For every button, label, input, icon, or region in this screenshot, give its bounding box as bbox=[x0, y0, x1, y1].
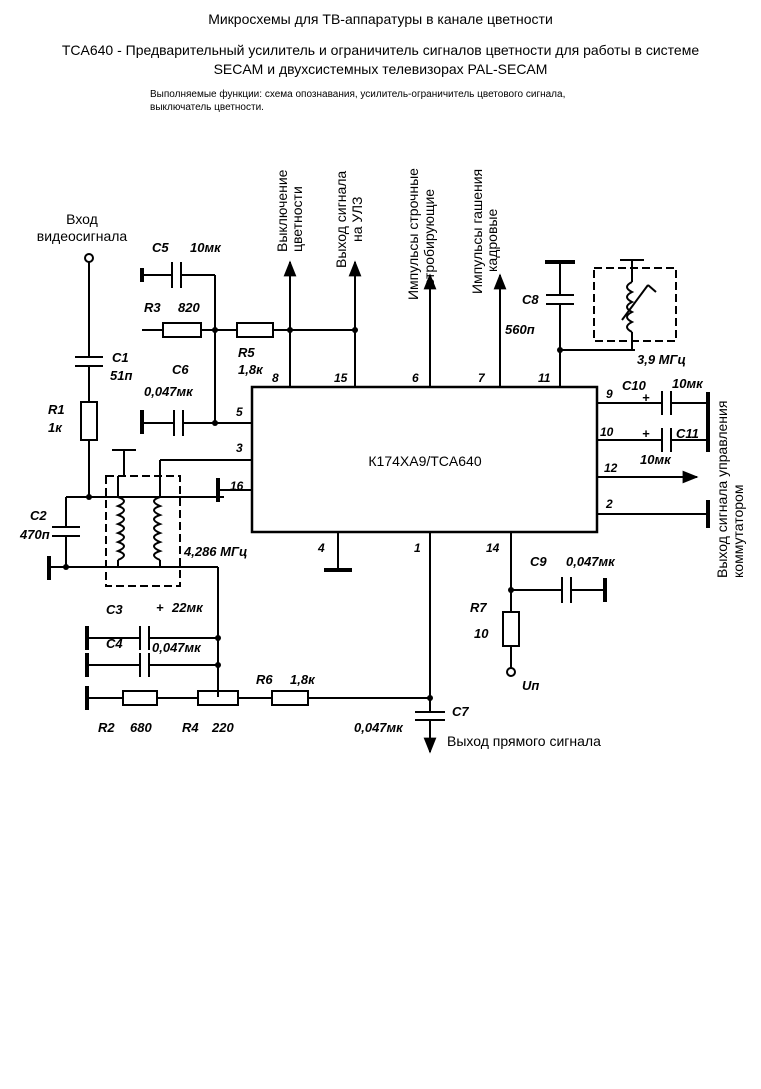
pin-2: 2 bbox=[605, 497, 613, 511]
r4-label: R4 bbox=[182, 720, 199, 735]
page-title: Микросхемы для ТВ-аппаратуры в канале цв… bbox=[208, 11, 553, 27]
c8-label: C8 bbox=[522, 292, 539, 307]
line-strobe-label-line2: стробирующие bbox=[421, 189, 437, 286]
switch-ctrl-label-line2: коммутатором bbox=[730, 485, 746, 578]
frame-blank-label-line1: Импульсы гашения bbox=[469, 169, 485, 294]
page-subtitle-line1: TCA640 - Предварительный усилитель и огр… bbox=[61, 42, 700, 58]
pin-15: 15 bbox=[334, 371, 348, 385]
pin-11: 11 bbox=[538, 371, 551, 385]
pin-14: 14 bbox=[486, 541, 500, 555]
c10-label: C10 bbox=[622, 378, 647, 393]
c5-label: C5 bbox=[152, 240, 169, 255]
pin-10: 10 bbox=[600, 425, 614, 439]
r1-value: 1к bbox=[48, 420, 63, 435]
r7-value: 10 bbox=[474, 626, 489, 641]
c5-value: 10мк bbox=[190, 240, 222, 255]
c7-value: 0,047мк bbox=[354, 720, 404, 735]
c3-value: 22мк bbox=[171, 600, 204, 615]
r1-label: R1 bbox=[48, 402, 65, 417]
uld-out-label-line1: Выход сигнала bbox=[333, 171, 349, 268]
xtal-box bbox=[593, 267, 677, 342]
c4-value: 0,047мк bbox=[152, 640, 202, 655]
c10-value: 10мк bbox=[672, 376, 704, 391]
c8-value: 560п bbox=[505, 322, 535, 337]
r6-body bbox=[271, 690, 309, 706]
r4-value: 220 bbox=[211, 720, 234, 735]
c1-label: C1 bbox=[112, 350, 129, 365]
switch-ctrl-label-line1: Выход сигнала управления bbox=[714, 401, 730, 578]
pin-6: 6 bbox=[412, 371, 419, 385]
input-terminal bbox=[84, 253, 94, 263]
c11-value: 10мк bbox=[640, 452, 672, 467]
pin-3: 3 bbox=[236, 441, 243, 455]
r7-label: R7 bbox=[470, 600, 487, 615]
direct-out-label: Выход прямого сигнала bbox=[447, 733, 601, 749]
pin-1: 1 bbox=[414, 541, 421, 555]
r5-label: R5 bbox=[238, 345, 255, 360]
pin-8: 8 bbox=[272, 371, 279, 385]
r3-value: 820 bbox=[178, 300, 200, 315]
supply-label: Uп bbox=[522, 678, 539, 693]
xtal-frequency: 3,9 МГц bbox=[637, 352, 686, 367]
pin-9: 9 bbox=[606, 387, 613, 401]
coil-frequency: 4,286 МГц bbox=[183, 544, 247, 559]
c2-label: C2 bbox=[30, 508, 47, 523]
c11-label: C11 bbox=[676, 426, 699, 441]
functions-description: Выполняемые функции: схема опознавания, … bbox=[150, 88, 670, 114]
coil-box bbox=[105, 475, 181, 587]
page-subtitle-line2: SECAM и двухсистемных телевизорах PAL-SE… bbox=[213, 61, 548, 77]
input-label-line2: видеосигнала bbox=[37, 228, 128, 244]
r5-value: 1,8к bbox=[238, 362, 264, 377]
c4-label: C4 bbox=[106, 636, 123, 651]
r6-value: 1,8к bbox=[290, 672, 316, 687]
chip-name: К174ХА9/TCA640 bbox=[368, 453, 481, 469]
r3-body bbox=[162, 322, 202, 338]
coil-left bbox=[115, 496, 125, 561]
c3-plus: + bbox=[156, 600, 164, 615]
color-off-label-line2: цветности bbox=[289, 186, 305, 252]
pin-4: 4 bbox=[317, 541, 325, 555]
wires bbox=[47, 253, 710, 754]
r5-body bbox=[236, 322, 274, 338]
r3-label: R3 bbox=[144, 300, 161, 315]
r2-value: 680 bbox=[130, 720, 152, 735]
coil-right bbox=[153, 496, 163, 561]
c9-value: 0,047мк bbox=[566, 554, 616, 569]
c3-label: C3 bbox=[106, 602, 123, 617]
c9-label: C9 bbox=[530, 554, 547, 569]
pin-5: 5 bbox=[236, 405, 243, 419]
line-strobe-label-line1: Импульсы строчные bbox=[405, 168, 421, 300]
input-label-line1: Вход bbox=[66, 211, 98, 227]
c6-value: 0,047мк bbox=[144, 384, 194, 399]
supply-terminal bbox=[506, 667, 516, 677]
c1-value: 51п bbox=[110, 368, 132, 383]
r2-body bbox=[122, 690, 158, 706]
c2-value: 470п bbox=[19, 527, 50, 542]
frame-blank-label-line2: кадровые bbox=[484, 209, 500, 272]
c7-label: C7 bbox=[452, 704, 469, 719]
pin-12: 12 bbox=[604, 461, 618, 475]
junction-dots bbox=[63, 327, 563, 701]
pin-7: 7 bbox=[478, 371, 486, 385]
r1-body bbox=[80, 401, 98, 441]
r7-body bbox=[502, 611, 520, 647]
c10-plus: + bbox=[642, 390, 650, 405]
uld-out-label-line2: на УЛЗ bbox=[349, 197, 365, 242]
c11-plus: + bbox=[642, 426, 650, 441]
color-off-label-line1: Выключение bbox=[274, 169, 290, 252]
r6-label: R6 bbox=[256, 672, 273, 687]
functions-line2: выключатель цветности. bbox=[150, 102, 264, 113]
pin-16: 16 bbox=[230, 479, 244, 493]
functions-line1: Выполняемые функции: схема опознавания, … bbox=[150, 89, 566, 100]
c6-label: C6 bbox=[172, 362, 189, 377]
r2-label: R2 bbox=[98, 720, 115, 735]
